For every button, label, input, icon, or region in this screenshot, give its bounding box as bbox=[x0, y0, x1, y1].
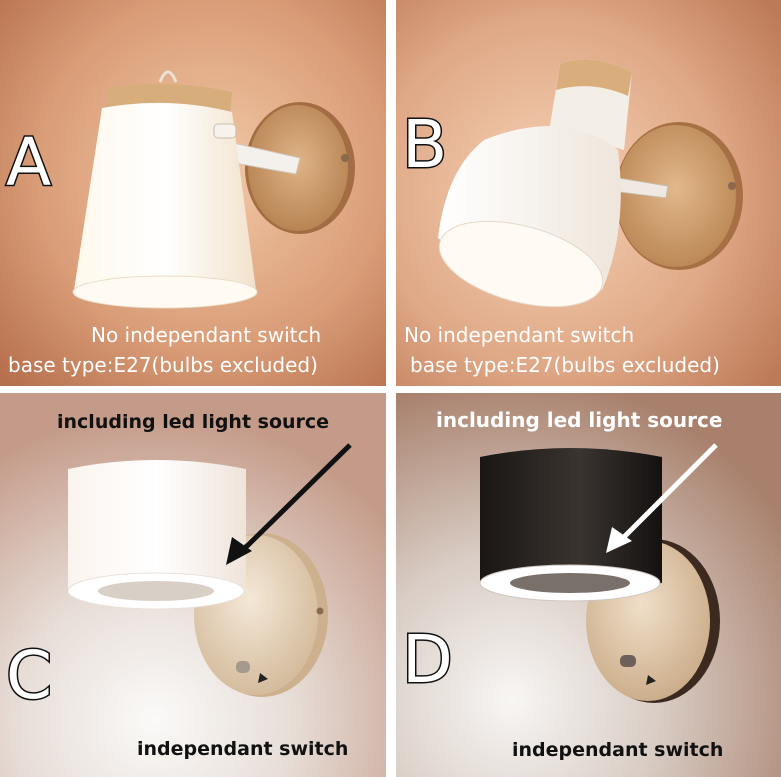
panel-b-photo: B No independant switch base type:E27(bu… bbox=[396, 0, 781, 386]
panel-a-caption-line2: base type:E27(bulbs excluded) bbox=[8, 353, 318, 377]
panel-a-letter: A bbox=[4, 124, 52, 201]
panel-a-photo: A No independant switch base type:E27(bu… bbox=[0, 0, 386, 386]
panel-b-letter: B bbox=[400, 106, 448, 183]
panel-c-bottom-label: independant switch bbox=[137, 738, 349, 760]
panel-c-top-label: including led light source bbox=[57, 411, 330, 433]
panel-d-photo: including led light source D independant… bbox=[396, 393, 781, 777]
panel-d-top-label: including led light source bbox=[436, 408, 723, 432]
lamp-a-illustration bbox=[0, 0, 386, 386]
panel-d-bottom-label: independant switch bbox=[512, 739, 724, 761]
panel-c-letter: C bbox=[4, 637, 53, 714]
panel-b-caption-line1: No independant switch bbox=[404, 323, 635, 347]
lamp-d-illustration bbox=[396, 393, 781, 777]
panel-d-letter: D bbox=[401, 621, 455, 698]
lamp-c-illustration bbox=[0, 393, 386, 777]
panel-b-caption-line2: base type:E27(bulbs excluded) bbox=[410, 353, 720, 377]
lamp-b-illustration bbox=[396, 0, 781, 386]
panel-a-caption-line1: No independant switch bbox=[91, 323, 322, 347]
panel-c-photo: including led light source C independant… bbox=[0, 393, 386, 777]
